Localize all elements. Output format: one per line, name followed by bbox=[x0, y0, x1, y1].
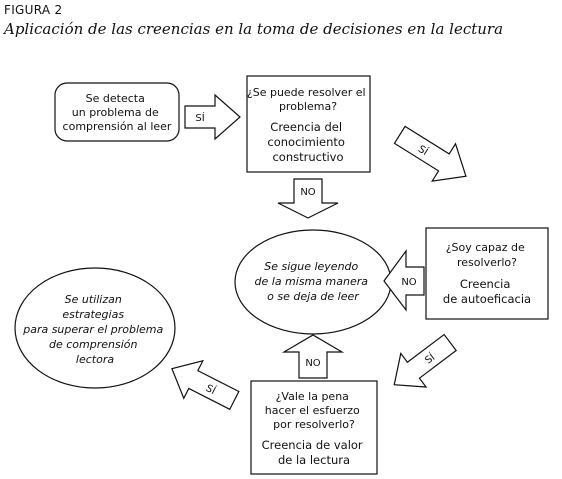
arrow-resolve-to-selfefficacy: SÍ bbox=[393, 125, 467, 182]
arrow-label: SÍ bbox=[195, 111, 204, 124]
arrow-down-shape bbox=[277, 178, 339, 219]
node-selfefficacy-belief-line: Creencia bbox=[460, 277, 511, 291]
node-selfefficacy-question: ¿Soy capaz de resolverlo? bbox=[446, 241, 529, 269]
node-resolve-belief-line: Creencia del bbox=[270, 120, 342, 134]
figure-title: Aplicación de las creencias en la toma d… bbox=[4, 20, 504, 38]
node-worth-question-line: por resolverlo? bbox=[273, 418, 355, 431]
node-selfefficacy-question-line: resolverlo? bbox=[457, 256, 517, 269]
arrow-left-shape bbox=[383, 249, 425, 312]
node-resolve-belief-line: constructivo bbox=[272, 150, 343, 164]
node-strategies-line: lectora bbox=[76, 353, 114, 366]
node-resolve-question-line: problema? bbox=[279, 100, 337, 113]
arrow-diagonal-shape bbox=[171, 359, 240, 411]
node-resolve-belief: Creencia del conocimiento constructivo bbox=[267, 120, 348, 164]
arrow-diagonal-shape bbox=[393, 125, 467, 182]
node-selfefficacy: ¿Soy capaz de resolverlo? Creencia de au… bbox=[425, 227, 549, 320]
node-worth-question: ¿Vale la pena hacer el esfuerzo por reso… bbox=[265, 390, 364, 431]
node-worth-belief-line: de la lectura bbox=[278, 453, 350, 467]
node-strategies: Se utilizan estrategias para superar el … bbox=[14, 267, 176, 389]
node-worth-belief-line: Creencia de valor bbox=[262, 438, 363, 452]
node-worth-belief: Creencia de valor de la lectura bbox=[262, 438, 367, 467]
node-selfefficacy-belief: Creencia de autoeficacia bbox=[443, 277, 531, 306]
node-strategies-line: para superar el problema bbox=[22, 323, 163, 336]
node-selfefficacy-belief-line: de autoeficacia bbox=[443, 292, 531, 306]
node-worth-question-line: ¿Vale la pena bbox=[276, 390, 349, 403]
arrow-label: NO bbox=[300, 187, 315, 198]
node-selfefficacy-box bbox=[425, 227, 549, 320]
node-strategies-line: estrategias bbox=[62, 308, 124, 321]
arrow-worth-to-strategies: SÍ bbox=[171, 359, 240, 411]
node-continue: Se sigue leyendo de la misma manera o se… bbox=[234, 229, 392, 335]
node-detect-text: Se detecta un problema de comprensión al… bbox=[63, 92, 172, 133]
node-worth-question-line: hacer el esfuerzo bbox=[265, 404, 360, 417]
arrow-resolve-to-continue: NO bbox=[277, 178, 339, 219]
node-strategies-line: de comprensión bbox=[49, 338, 138, 351]
node-continue-line: de la misma manera bbox=[255, 275, 369, 288]
node-worth-box bbox=[250, 380, 378, 475]
node-worth: ¿Vale la pena hacer el esfuerzo por reso… bbox=[250, 380, 378, 475]
arrow-up-shape bbox=[281, 334, 345, 379]
node-resolve-question-line: ¿Se puede resolver el bbox=[247, 86, 366, 99]
arrow-worth-to-continue: NO bbox=[281, 334, 345, 379]
node-detect-box bbox=[54, 82, 180, 142]
node-strategies-text: Se utilizan estrategias para superar el … bbox=[22, 293, 167, 366]
node-detect: Se detecta un problema de comprensión al… bbox=[54, 82, 180, 142]
node-detect-line: comprensión al leer bbox=[63, 120, 172, 133]
arrow-right-shape bbox=[184, 93, 241, 141]
arrow-selfefficacy-to-continue: NO bbox=[383, 249, 425, 312]
node-resolve: ¿Se puede resolver el problema? Creencia… bbox=[246, 75, 371, 173]
node-detect-line: un problema de bbox=[72, 106, 159, 119]
arrow-detect-to-resolve: SÍ bbox=[184, 93, 241, 141]
node-strategies-ellipse bbox=[14, 267, 176, 389]
node-resolve-belief-line: conocimiento bbox=[267, 135, 345, 149]
arrow-label: NO bbox=[401, 277, 416, 288]
node-resolve-question: ¿Se puede resolver el problema? bbox=[247, 86, 369, 113]
node-continue-line: o se deja de leer bbox=[267, 290, 360, 303]
node-continue-line: Se sigue leyendo bbox=[264, 260, 358, 273]
arrow-selfefficacy-to-worth: SÍ bbox=[393, 333, 458, 388]
node-resolve-box bbox=[246, 75, 371, 173]
node-selfefficacy-question-line: ¿Soy capaz de bbox=[446, 241, 525, 254]
node-continue-text: Se sigue leyendo de la misma manera o se… bbox=[255, 260, 372, 303]
figure-label: FIGURA 2 bbox=[4, 3, 63, 17]
node-strategies-line: Se utilizan bbox=[65, 293, 122, 306]
arrow-label: NO bbox=[305, 358, 320, 369]
arrow-diagonal-shape bbox=[393, 333, 458, 388]
node-detect-line: Se detecta bbox=[86, 92, 145, 105]
